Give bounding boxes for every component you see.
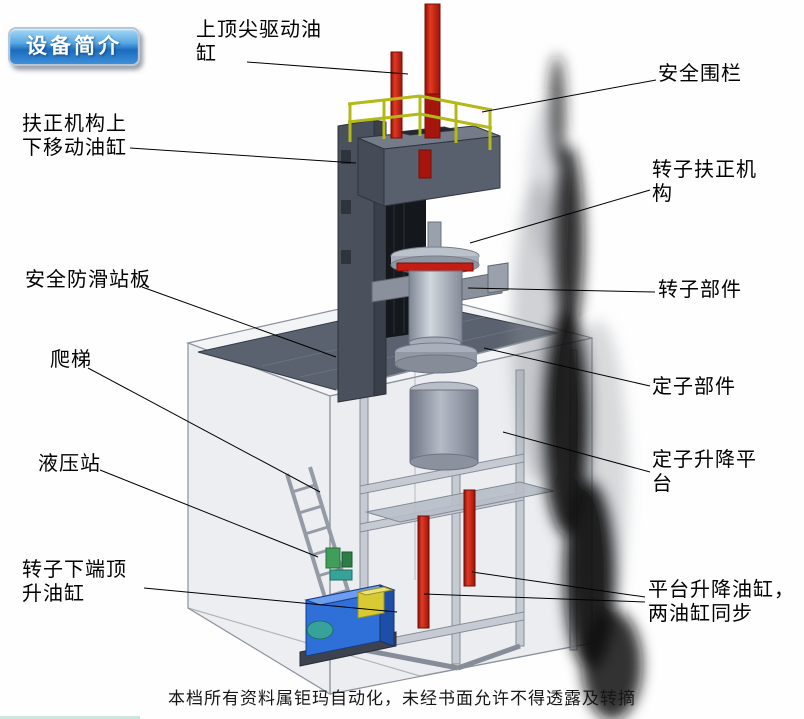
lower-frame: [359, 349, 578, 671]
label-centering-updown-cylinder: 扶正机构上下移动油缸: [22, 113, 127, 160]
platform-lift-cylinder-rods: [417, 489, 476, 629]
misc-equipment: [325, 547, 353, 581]
label-rotor-centering-mechanism: 转子扶正机构: [652, 159, 757, 206]
label-top-drive-cylinder: 上顶尖驱动油缸: [196, 19, 322, 66]
label-rotor-component: 转子部件: [658, 279, 742, 301]
label-ladder: 爬梯: [50, 349, 92, 371]
ink-smudge: [512, 55, 642, 719]
label-stator-component: 定子部件: [652, 376, 736, 398]
safety-railing: [347, 94, 493, 150]
rotor-assembly: [371, 221, 509, 374]
label-hydraulic-station: 液压站: [38, 453, 101, 475]
stator-assembly: [409, 381, 479, 471]
intro-badge: 设备简介: [8, 27, 140, 66]
copyright-text: 本档所有资料属钜玛自动化，未经书面允许不得透露及转摘: [168, 689, 636, 708]
leader-lines: [87, 61, 657, 613]
label-stator-lift-platform: 定子升降平台: [652, 449, 757, 496]
label-platform-lift-cylinders: 平台升降油缸，两油缸同步: [648, 579, 795, 626]
label-safety-fence: 安全围栏: [658, 63, 742, 85]
label-anti-slip-platform: 安全防滑站板: [25, 269, 151, 291]
hydraulic-station-unit: [299, 584, 397, 667]
label-rotor-bottom-jack-cylinder: 转子下端顶升油缸: [22, 559, 127, 606]
scan-artifact-line: [0, 716, 140, 719]
